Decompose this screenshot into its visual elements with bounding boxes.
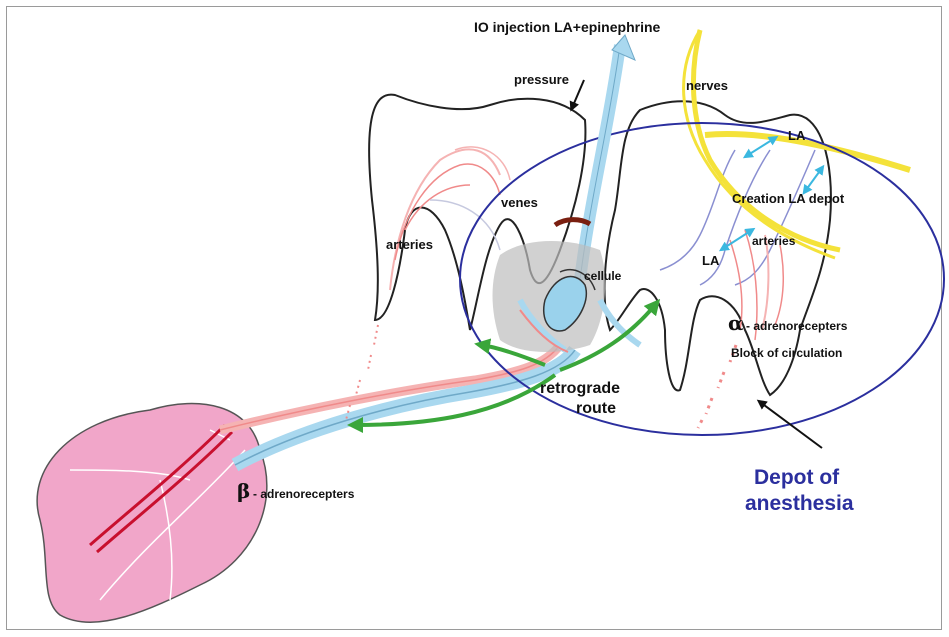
label-alpha-symbol: α bbox=[728, 311, 743, 335]
label-route: route bbox=[576, 400, 616, 417]
label-injection: IO injection LA+epinephrine bbox=[474, 19, 661, 35]
label-beta-text: - adrenorecepters bbox=[253, 487, 355, 501]
label-arteries-right: arteries bbox=[752, 234, 796, 248]
label-beta-symbol: β bbox=[237, 479, 250, 503]
label-alpha-text: - adrenorecepters bbox=[746, 319, 848, 333]
black-arrow-icon bbox=[760, 402, 822, 448]
heart bbox=[37, 403, 267, 622]
cyan-double-arrow-icon bbox=[748, 138, 775, 155]
label-nerves: nerves bbox=[686, 78, 728, 93]
label-cellule: cellule bbox=[584, 269, 622, 283]
nerves bbox=[684, 30, 910, 258]
systemic-vessels bbox=[220, 345, 575, 465]
label-venes: venes bbox=[501, 195, 538, 210]
label-depot-line2: anesthesia bbox=[745, 492, 854, 515]
bone-cellule bbox=[493, 220, 641, 352]
cyan-double-arrow-icon bbox=[806, 168, 822, 190]
label-retrograde: retrograde bbox=[540, 380, 620, 397]
black-arrow-icon bbox=[572, 80, 584, 108]
label-la-top: LA bbox=[788, 128, 806, 143]
label-creation-depot: Creation LA depot bbox=[732, 191, 845, 206]
label-arteries-left: arteries bbox=[386, 237, 433, 252]
label-pressure: pressure bbox=[514, 72, 569, 87]
label-block-circulation: Block of circulation bbox=[731, 346, 842, 360]
label-la-left: LA bbox=[702, 253, 720, 268]
label-depot-line1: Depot of bbox=[754, 466, 840, 489]
